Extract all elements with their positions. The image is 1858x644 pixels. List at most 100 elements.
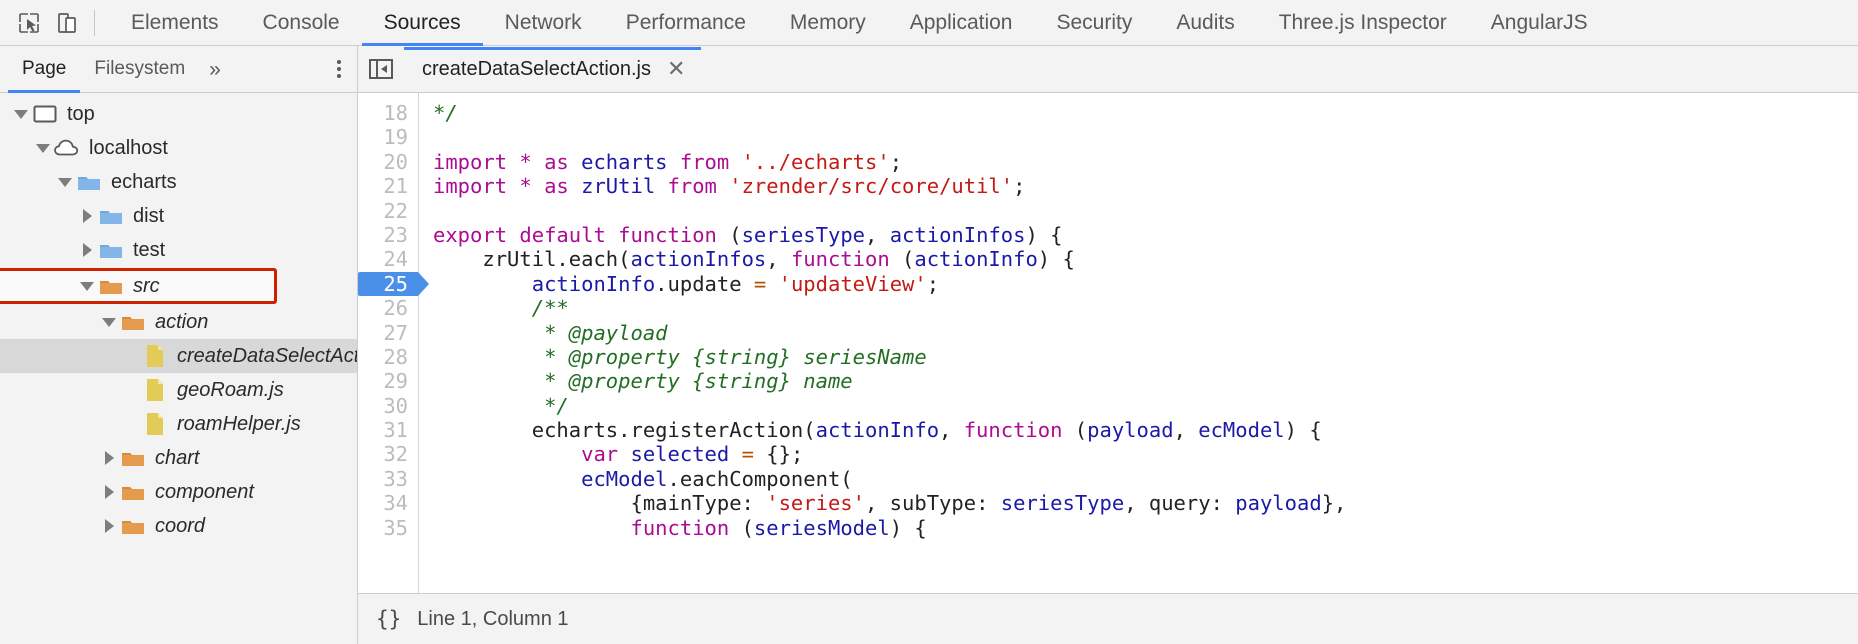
nav-tab-filesystem[interactable]: Filesystem (80, 47, 199, 92)
code-token: var (581, 442, 619, 467)
disclosure-triangle-down-icon[interactable] (98, 317, 120, 327)
tree-item-top[interactable]: top (0, 97, 357, 131)
code-token: * @payload (433, 320, 668, 345)
code-line[interactable]: import * as echarts from '../echarts'; (433, 150, 1858, 174)
tab-threejs-inspector[interactable]: Three.js Inspector (1257, 1, 1469, 45)
code-line[interactable]: {mainType: 'series', subType: seriesType… (433, 491, 1858, 515)
tree-item-label: echarts (111, 170, 177, 193)
line-number[interactable]: 20 (383, 149, 408, 174)
code-line[interactable]: import * as zrUtil from 'zrender/src/cor… (433, 174, 1858, 198)
pretty-print-icon[interactable]: {} (376, 607, 402, 631)
code-line[interactable]: */ (433, 394, 1858, 418)
line-number[interactable]: 28 (383, 344, 408, 369)
tab-label: Elements (131, 10, 219, 34)
line-number[interactable]: 32 (383, 442, 408, 467)
code-line[interactable]: echarts.registerAction(actionInfo, funct… (433, 418, 1858, 442)
tree-item-src[interactable]: src (0, 268, 277, 304)
nav-tab-label: Page (22, 58, 67, 79)
line-number[interactable]: 26 (383, 296, 408, 321)
tab-sources[interactable]: Sources (361, 1, 483, 46)
disclosure-triangle-right-icon[interactable] (98, 451, 120, 465)
code-line[interactable]: */ (433, 101, 1858, 125)
code-token: .each( (556, 247, 631, 272)
code-line[interactable]: var selected = {}; (433, 442, 1858, 466)
line-number[interactable]: 34 (383, 491, 408, 516)
tab-label: Three.js Inspector (1278, 10, 1447, 34)
code-line[interactable]: * @property {string} name (433, 369, 1858, 393)
tab-memory[interactable]: Memory (768, 1, 888, 45)
disclosure-triangle-down-icon[interactable] (32, 143, 54, 153)
tab-angularjs[interactable]: AngularJS (1469, 1, 1610, 45)
tree-item-echarts[interactable]: echarts (0, 165, 357, 199)
tab-network[interactable]: Network (483, 1, 604, 45)
chevron-double-right-icon[interactable]: » (209, 57, 221, 81)
tree-item-action[interactable]: action (0, 305, 357, 339)
tree-item-test[interactable]: test (0, 233, 357, 267)
code-line[interactable]: export default function (seriesType, act… (433, 223, 1858, 247)
tree-item-component[interactable]: component (0, 475, 357, 509)
tab-audits[interactable]: Audits (1154, 1, 1256, 45)
tab-security[interactable]: Security (1034, 1, 1154, 45)
code-token: export (433, 222, 508, 247)
editor-tab-createdataselectaction[interactable]: createDataSelectAction.js ✕ (404, 46, 702, 92)
line-number[interactable]: 30 (383, 393, 408, 418)
line-number[interactable]: 21 (383, 174, 408, 199)
kebab-menu-icon[interactable] (337, 60, 341, 78)
line-number[interactable]: 18 (383, 101, 408, 125)
disclosure-triangle-right-icon[interactable] (98, 485, 120, 499)
tab-label: Application (909, 10, 1013, 34)
device-toolbar-icon[interactable] (48, 4, 86, 42)
line-number[interactable]: 27 (383, 320, 408, 345)
tree-item-chart[interactable]: chart (0, 441, 357, 475)
close-icon[interactable]: ✕ (667, 56, 686, 81)
code-line[interactable]: * @payload (433, 321, 1858, 345)
tree-item-label: localhost (89, 136, 168, 159)
code-line[interactable]: function (seriesModel) { (433, 516, 1858, 540)
disclosure-triangle-right-icon[interactable] (76, 209, 98, 223)
code-line[interactable]: actionInfo.update = 'updateView'; (433, 272, 1858, 296)
disclosure-triangle-down-icon[interactable] (54, 177, 76, 187)
disclosure-triangle-right-icon[interactable] (98, 519, 120, 533)
code-token: 'series' (766, 491, 865, 516)
show-navigator-panel-icon[interactable] (358, 57, 404, 81)
tab-performance[interactable]: Performance (604, 1, 768, 45)
tab-console[interactable]: Console (241, 1, 362, 45)
line-number[interactable]: 19 (383, 125, 408, 150)
code-token: */ (433, 393, 569, 418)
code-token (507, 150, 519, 174)
disclosure-triangle-down-icon[interactable] (10, 109, 32, 119)
line-number[interactable]: 22 (383, 198, 408, 223)
tree-item-roamhelper[interactable]: roamHelper.js (0, 407, 357, 441)
tree-item-dist[interactable]: dist (0, 199, 357, 233)
code-line[interactable]: * @property {string} seriesName (433, 345, 1858, 369)
inspect-cursor-icon[interactable] (10, 4, 48, 42)
line-number[interactable]: 31 (383, 418, 408, 443)
code-line[interactable] (433, 199, 1858, 223)
line-number[interactable]: 25 (358, 271, 429, 297)
line-number[interactable]: 29 (383, 369, 408, 394)
tree-item-createdataselectaction[interactable]: createDataSelectAction.js (0, 339, 357, 373)
line-number[interactable]: 24 (383, 247, 408, 272)
code-token: from (667, 174, 717, 199)
tree-item-georoam[interactable]: geoRoam.js (0, 373, 357, 407)
tree-item-localhost[interactable]: localhost (0, 131, 357, 165)
tab-application[interactable]: Application (888, 1, 1035, 45)
code-line[interactable] (433, 125, 1858, 149)
code-token: * @property {string} seriesName (433, 344, 927, 369)
line-number[interactable]: 33 (383, 466, 408, 491)
line-number[interactable]: 23 (383, 222, 408, 247)
code-line[interactable]: /** (433, 296, 1858, 320)
tab-elements[interactable]: Elements (109, 1, 241, 45)
disclosure-triangle-right-icon[interactable] (76, 243, 98, 257)
tree-item-coord[interactable]: coord (0, 509, 357, 543)
code-line[interactable]: zrUtil.each(actionInfos, function (actio… (433, 247, 1858, 271)
code-line[interactable]: ecModel.eachComponent( (433, 467, 1858, 491)
line-number[interactable]: 35 (383, 515, 408, 540)
nav-tab-page[interactable]: Page (8, 47, 81, 93)
code-token: ( (1062, 418, 1088, 443)
code-token: function (790, 247, 890, 272)
disclosure-triangle-down-icon[interactable] (76, 281, 98, 291)
code-content[interactable]: */ import * as echarts from '../echarts'… (419, 93, 1858, 593)
